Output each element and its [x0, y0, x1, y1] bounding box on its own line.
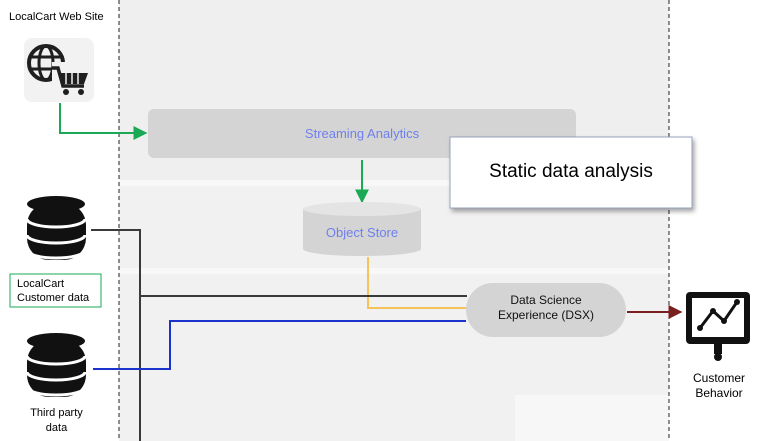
store-to-dsx-flow	[367, 257, 468, 309]
monitor-chart-icon	[686, 292, 750, 361]
third-party-to-dsx-flow	[93, 320, 466, 370]
output-label-line2: Behavior	[695, 386, 743, 400]
website-flow-arrow	[59, 103, 148, 140]
panel-band-separator	[119, 180, 669, 186]
dsx-label-line2: Experience (DSX)	[497, 308, 595, 322]
output-label-line1: Customer	[692, 371, 745, 385]
dsx-label-line1: Data Science	[510, 293, 582, 307]
customer-to-dsx-flow	[91, 229, 141, 441]
dsx-box	[466, 283, 626, 337]
third-party-database-icon	[25, 333, 87, 397]
panel-band-separator-2	[119, 268, 669, 274]
customer-database-icon	[25, 196, 87, 260]
object-store-label: Object Store	[325, 225, 399, 240]
streaming-analytics-label: Streaming Analytics	[304, 126, 420, 141]
customer-label-line1: LocalCart	[17, 278, 65, 290]
website-label: LocalCart Web Site	[9, 11, 104, 23]
customer-label-box	[9, 273, 102, 308]
customer-label-line2: Customer data	[17, 292, 90, 304]
globe-cart-icon	[24, 38, 94, 102]
object-store-cylinder	[303, 202, 421, 256]
third-party-label-line1: Third party	[30, 407, 83, 419]
third-party-label-line2: data	[45, 422, 68, 434]
callout-box	[449, 136, 693, 209]
callout-text: Static data analysis	[489, 161, 653, 182]
panel-lower-white	[515, 395, 669, 441]
